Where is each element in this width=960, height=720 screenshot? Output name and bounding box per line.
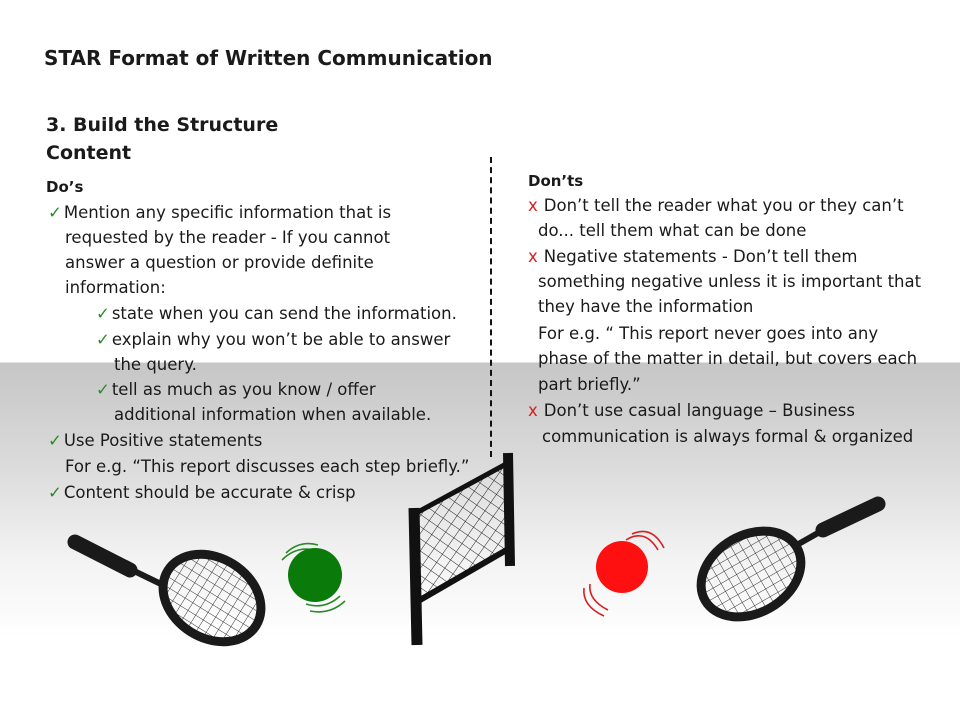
checkmark-icon: ✓	[48, 203, 62, 222]
donts-item: x Negative statements - Don’t tell them	[528, 247, 857, 267]
donts-heading: Don’ts	[528, 172, 584, 190]
donts-text: communication is always formal & organiz…	[542, 427, 914, 446]
donts-text: Negative statements - Don’t tell them	[543, 247, 858, 266]
badminton-racket-icon	[696, 496, 886, 622]
dos-subitem: ✓tell as much as you know / offer	[96, 380, 376, 400]
dos-text: For e.g. “This report discusses each ste…	[65, 457, 470, 476]
slide-title: STAR Format of Written Communication	[44, 46, 493, 70]
cross-icon: x	[528, 247, 538, 266]
donts-text: something negative unless it is importan…	[538, 272, 922, 291]
dos-text: information:	[65, 278, 166, 297]
donts-text: For e.g. “ This report never goes into a…	[538, 324, 879, 343]
dos-text: Content should be accurate & crisp	[63, 483, 356, 502]
dos-item: ✓Content should be accurate & crisp	[48, 483, 356, 503]
dos-text: tell as much as you know / offer	[111, 380, 376, 399]
checkmark-icon: ✓	[96, 330, 110, 349]
ball-icon	[281, 542, 346, 613]
dos-subitem: ✓explain why you won’t be able to answer	[96, 330, 450, 350]
section-heading-line1: 3. Build the Structure	[46, 114, 279, 136]
cross-icon: x	[528, 196, 538, 215]
dos-text: Use Positive statements	[63, 431, 263, 450]
dos-text: additional information when available.	[114, 405, 432, 424]
dos-subitem: ✓state when you can send the information…	[96, 304, 457, 324]
dos-item: ✓Mention any specific information that i…	[48, 203, 391, 223]
donts-item: x Don’t use casual language – Business	[528, 401, 855, 421]
dos-text: answer a question or provide definite	[65, 253, 374, 272]
donts-text: Don’t tell the reader what you or they c…	[543, 196, 904, 215]
dos-heading: Do’s	[46, 178, 84, 196]
dos-text: the query.	[114, 355, 197, 374]
donts-text: do... tell them what can be done	[538, 221, 807, 240]
column-divider	[490, 157, 492, 457]
dos-text: explain why you won’t be able to answer	[111, 330, 451, 349]
checkmark-icon: ✓	[48, 483, 62, 502]
donts-text: part briefly.”	[538, 375, 641, 394]
donts-text: Don’t use casual language – Business	[543, 401, 855, 420]
dos-text: Mention any specific information that is	[63, 203, 392, 222]
section-heading-line2: Content	[46, 142, 132, 164]
ball-icon	[583, 530, 665, 617]
section-heading: 3. Build the Structure Content	[46, 111, 278, 167]
badminton-racket-icon	[67, 534, 266, 647]
checkmark-icon: ✓	[96, 304, 110, 323]
donts-text: phase of the matter in detail, but cover…	[538, 349, 918, 368]
checkmark-icon: ✓	[96, 380, 110, 399]
net-icon	[408, 452, 515, 646]
dos-text: state when you can send the information.	[111, 304, 457, 323]
cross-icon: x	[528, 401, 538, 420]
checkmark-icon: ✓	[48, 431, 62, 450]
dos-item: ✓Use Positive statements	[48, 431, 262, 451]
dos-text: requested by the reader - If you cannot	[65, 228, 391, 247]
donts-text: they have the information	[538, 297, 754, 316]
donts-item: x Don’t tell the reader what you or they …	[528, 196, 904, 216]
